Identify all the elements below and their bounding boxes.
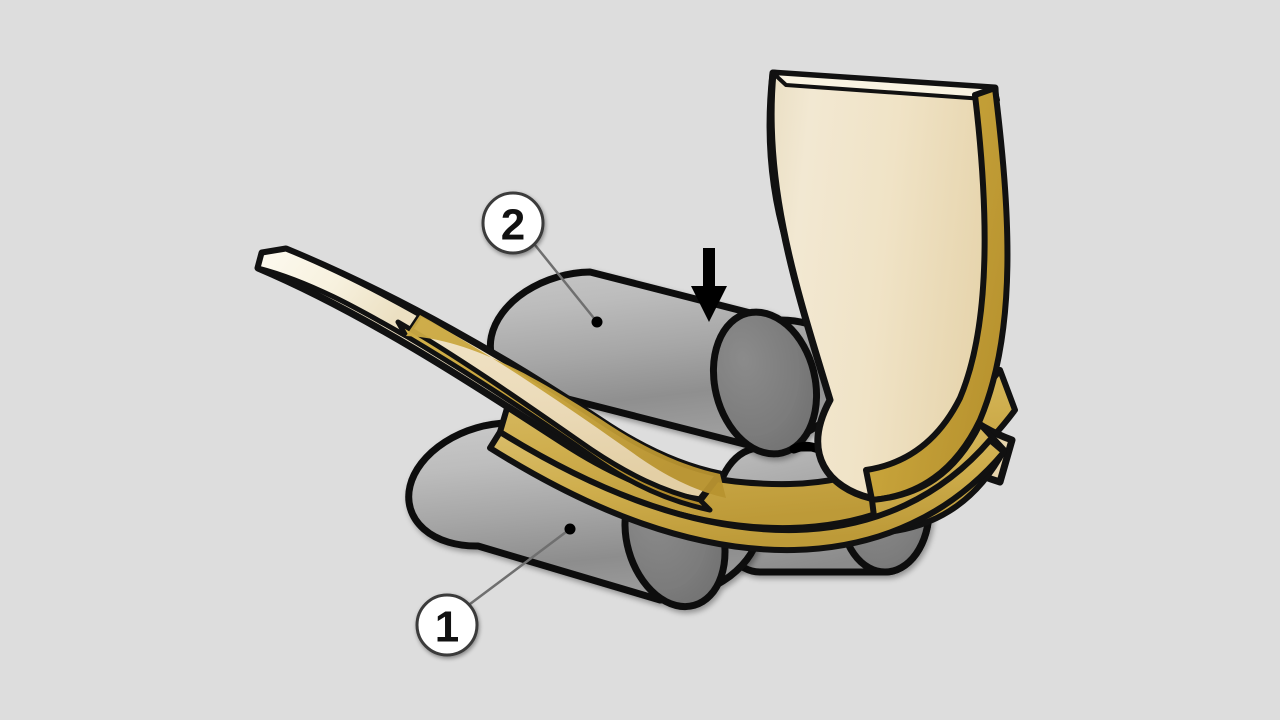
callout-2-leader-line [534, 244, 598, 323]
callout-2-anchor-dot [591, 316, 603, 328]
callout-1[interactable]: 1 [415, 523, 576, 657]
callout-1-label: 1 [435, 603, 459, 652]
metal-sheet-nip-band [487, 429, 1007, 554]
downward-force-arrow [691, 248, 727, 322]
metal-sheet-infeed [254, 245, 726, 513]
roller-end-cap [709, 308, 821, 458]
callout-1-circle[interactable] [415, 593, 479, 657]
callout-2[interactable]: 2 [481, 191, 603, 328]
callout-2-circle[interactable] [481, 191, 545, 255]
callout-1-anchor-dot [564, 523, 576, 535]
callout-2-label: 2 [501, 201, 525, 250]
callout-1-leader-line [469, 528, 571, 605]
